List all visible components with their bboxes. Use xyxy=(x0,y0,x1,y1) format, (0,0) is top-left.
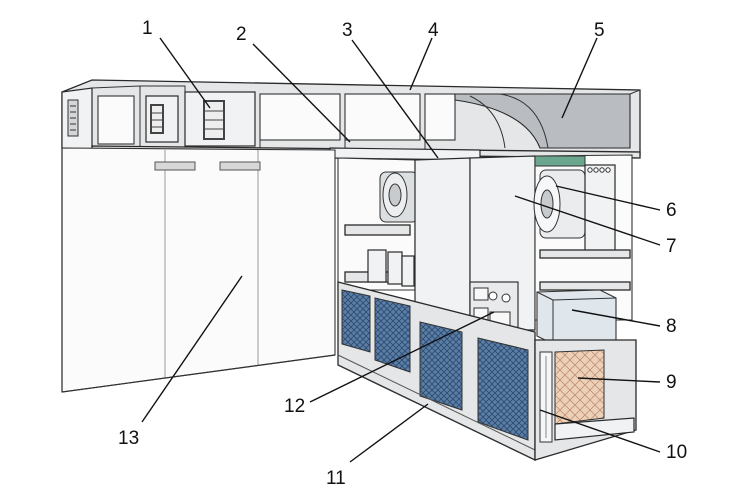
label-3: 3 xyxy=(342,20,353,41)
label-5: 5 xyxy=(594,20,605,41)
centrifugal-fan xyxy=(533,169,586,239)
indicator-lights xyxy=(587,167,611,173)
leader-1 xyxy=(159,37,211,109)
leader-6 xyxy=(555,185,661,211)
leader-7 xyxy=(514,195,661,246)
heat-exchanger xyxy=(536,289,617,345)
leader-13 xyxy=(141,275,243,423)
label-6: 6 xyxy=(666,200,677,221)
label-4: 4 xyxy=(428,20,439,41)
leader-10 xyxy=(539,409,661,453)
label-2: 2 xyxy=(236,24,247,45)
fan-housing-top xyxy=(534,155,586,167)
leader-8 xyxy=(571,309,661,327)
label-13: 13 xyxy=(118,428,139,449)
label-7: 7 xyxy=(666,236,677,257)
evaporative-media xyxy=(554,349,605,425)
water-distributor xyxy=(539,351,553,443)
label-1: 1 xyxy=(142,18,153,39)
duct-elbow xyxy=(454,93,631,149)
leader-9 xyxy=(577,377,661,383)
coil-block xyxy=(367,249,415,287)
top-duct xyxy=(61,79,641,161)
label-11: 11 xyxy=(326,468,346,489)
leader-lines xyxy=(141,37,661,463)
damper-2 xyxy=(203,100,225,140)
leader-12 xyxy=(309,311,495,403)
label-10: 10 xyxy=(666,442,687,463)
damper-1 xyxy=(150,104,164,134)
leader-4 xyxy=(409,37,433,91)
callout-labels: 1 2 3 4 5 6 7 8 9 10 11 12 13 xyxy=(118,18,687,489)
unit-body xyxy=(337,154,637,462)
fan-motor-left xyxy=(379,171,419,223)
leader-5 xyxy=(561,37,598,119)
air-filters xyxy=(341,289,529,441)
label-9: 9 xyxy=(666,372,677,393)
leader-11 xyxy=(349,403,429,463)
leader-2 xyxy=(252,43,351,143)
leader-3 xyxy=(351,39,439,159)
label-8: 8 xyxy=(666,316,677,337)
label-12: 12 xyxy=(284,396,305,417)
side-panel xyxy=(584,164,616,256)
vent-louvers-left xyxy=(67,99,79,137)
enclosure-panel xyxy=(61,147,336,393)
